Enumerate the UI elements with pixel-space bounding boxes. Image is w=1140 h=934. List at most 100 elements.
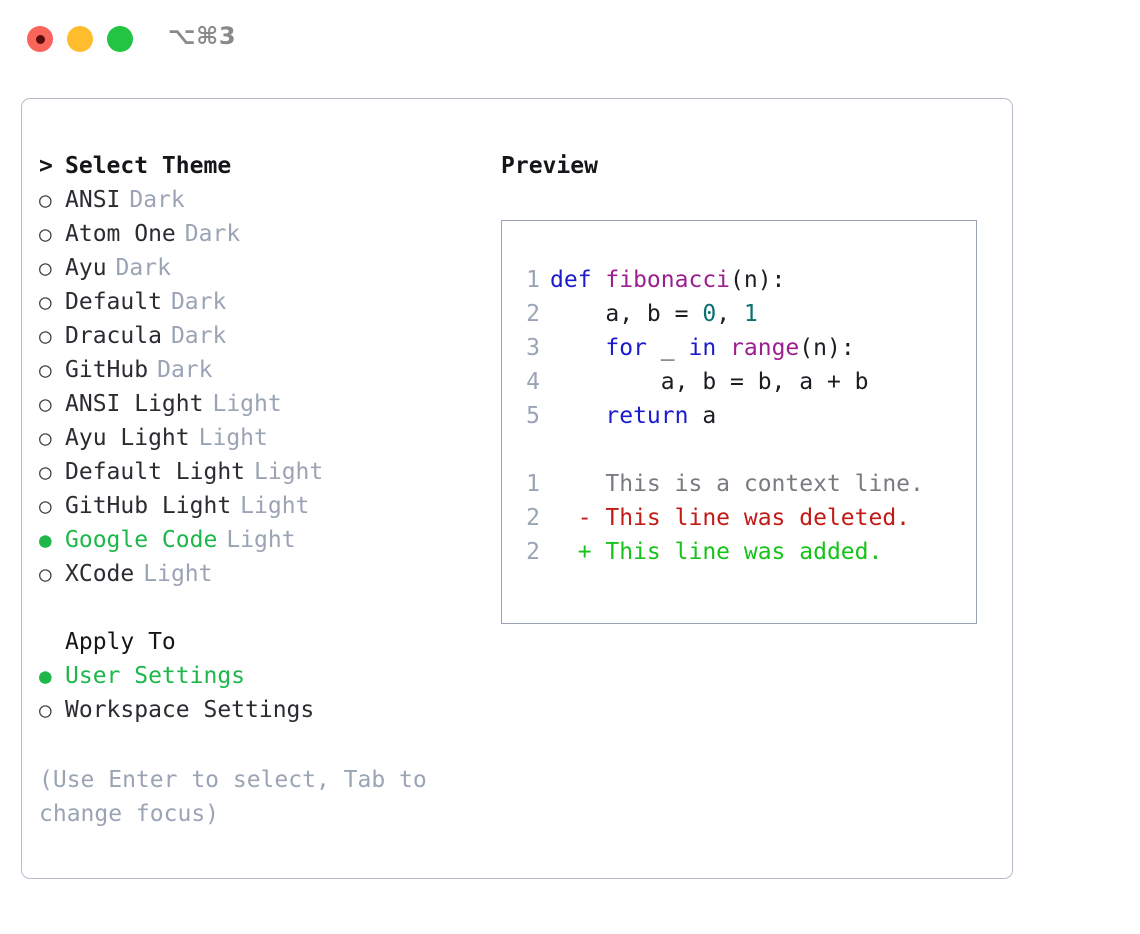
traffic-lights bbox=[27, 26, 133, 52]
code-line: 1 def fibonacci(n): bbox=[514, 263, 924, 297]
diff-line-ctx: 1 This is a context line. bbox=[514, 467, 924, 501]
apply-to-title: Apply To bbox=[65, 629, 176, 655]
theme-item-tag: Dark bbox=[170, 323, 227, 349]
code-token: for bbox=[550, 335, 661, 361]
code-token: 0 bbox=[702, 301, 717, 327]
code-token: (n): bbox=[730, 267, 786, 293]
radio-unselected-icon: ○ bbox=[39, 392, 52, 416]
title-bar: ⌥⌘3 bbox=[0, 0, 1140, 78]
theme-item-github-light[interactable]: ○ GitHub Light Light bbox=[39, 489, 479, 523]
keyboard-hint: (Use Enter to select, Tab to change focu… bbox=[39, 767, 427, 827]
line-number: 5 bbox=[526, 403, 540, 429]
code-token: return bbox=[550, 403, 703, 429]
close-button[interactable] bbox=[27, 26, 53, 52]
code-token: range bbox=[730, 335, 800, 361]
radio-unselected-icon: ○ bbox=[39, 698, 52, 722]
theme-item-tag: Dark bbox=[184, 221, 241, 247]
line-number: 2 bbox=[526, 301, 540, 327]
theme-item-label: GitHub Light bbox=[65, 493, 232, 519]
theme-item-ansi-light[interactable]: ○ ANSI Light Light bbox=[39, 387, 479, 421]
line-number: 2 bbox=[526, 539, 540, 565]
radio-unselected-icon: ○ bbox=[39, 494, 52, 518]
radio-unselected-icon: ○ bbox=[39, 188, 52, 212]
radio-selected-icon: ● bbox=[39, 528, 52, 552]
radio-unselected-icon: ○ bbox=[39, 324, 52, 348]
caret-icon: > bbox=[39, 153, 53, 179]
select-theme-title: Select Theme bbox=[65, 153, 232, 179]
theme-item-label: Default Light bbox=[65, 459, 246, 485]
theme-item-xcode[interactable]: ○ XCode Light bbox=[39, 557, 479, 591]
code-token: 1 bbox=[743, 301, 758, 327]
theme-item-label: Ayu bbox=[65, 255, 107, 281]
theme-item-label: ANSI bbox=[65, 187, 121, 213]
code-token: def bbox=[550, 267, 606, 293]
theme-item-label: Ayu Light bbox=[65, 425, 190, 451]
theme-item-label: ANSI Light bbox=[65, 391, 204, 417]
code-token: a, b = b, a + b bbox=[550, 369, 869, 395]
radio-unselected-icon: ○ bbox=[39, 290, 52, 314]
theme-item-label: XCode bbox=[65, 561, 135, 587]
radio-unselected-icon: ○ bbox=[39, 562, 52, 586]
code-token: fibonacci bbox=[605, 267, 731, 293]
select-theme-header: > Select Theme bbox=[39, 149, 479, 183]
theme-item-label: GitHub bbox=[65, 357, 149, 383]
theme-item-default-light[interactable]: ○ Default Light Light bbox=[39, 455, 479, 489]
diff-line-del: 2 - This line was deleted. bbox=[514, 501, 924, 535]
theme-item-tag: Light bbox=[212, 391, 282, 417]
code-token: _ bbox=[660, 335, 689, 361]
code-line: 4 a, b = b, a + b bbox=[514, 365, 924, 399]
code-line: 3 for _ in range(n): bbox=[514, 331, 924, 365]
diff-marker: + bbox=[550, 539, 606, 565]
line-number: 4 bbox=[526, 369, 540, 395]
theme-item-tag: Light bbox=[143, 561, 213, 587]
theme-item-github[interactable]: ○ GitHub Dark bbox=[39, 353, 479, 387]
preview-title: Preview bbox=[501, 153, 598, 179]
theme-item-label: Dracula bbox=[65, 323, 162, 349]
minimize-button[interactable] bbox=[67, 26, 93, 52]
radio-selected-icon: ● bbox=[39, 664, 52, 688]
keyboard-shortcut-label: ⌥⌘3 bbox=[168, 22, 237, 50]
radio-unselected-icon: ○ bbox=[39, 460, 52, 484]
theme-item-tag: Light bbox=[198, 425, 268, 451]
theme-item-label: Default bbox=[65, 289, 162, 315]
diff-marker bbox=[550, 471, 605, 497]
theme-item-tag: Dark bbox=[115, 255, 171, 281]
apply-to-list: ●User Settings ○ Workspace Settings bbox=[39, 659, 479, 727]
theme-item-tag: Light bbox=[254, 459, 324, 485]
line-number: 3 bbox=[526, 335, 540, 361]
maximize-button[interactable] bbox=[107, 26, 133, 52]
diff-text: This is a context line. bbox=[605, 471, 924, 497]
theme-item-atom-one[interactable]: ○ Atom One Dark bbox=[39, 217, 479, 251]
code-line: 5 return a bbox=[514, 399, 924, 433]
code-token: (n): bbox=[799, 335, 855, 361]
radio-unselected-icon: ○ bbox=[39, 222, 52, 246]
line-number: 1 bbox=[526, 267, 540, 293]
code-token: a bbox=[702, 403, 717, 429]
radio-unselected-icon: ○ bbox=[39, 358, 52, 382]
theme-item-dracula[interactable]: ○ Dracula Dark bbox=[39, 319, 479, 353]
apply-to-option-workspace-settings[interactable]: ○ Workspace Settings bbox=[39, 693, 479, 727]
code-blank-line bbox=[514, 433, 924, 467]
theme-item-tag: Light bbox=[240, 493, 310, 519]
theme-item-label: Atom One bbox=[65, 221, 176, 247]
theme-item-tag: Dark bbox=[157, 357, 213, 383]
code-token: in bbox=[688, 335, 731, 361]
theme-item-ayu-light[interactable]: ○ Ayu Light Light bbox=[39, 421, 479, 455]
line-number: 2 bbox=[526, 505, 540, 531]
apply-to-option-label: Workspace Settings bbox=[65, 697, 315, 723]
code-token: , bbox=[716, 301, 744, 327]
line-number: 1 bbox=[526, 471, 540, 497]
radio-unselected-icon: ○ bbox=[39, 426, 52, 450]
apply-to-option-user-settings[interactable]: ●User Settings bbox=[39, 659, 479, 693]
